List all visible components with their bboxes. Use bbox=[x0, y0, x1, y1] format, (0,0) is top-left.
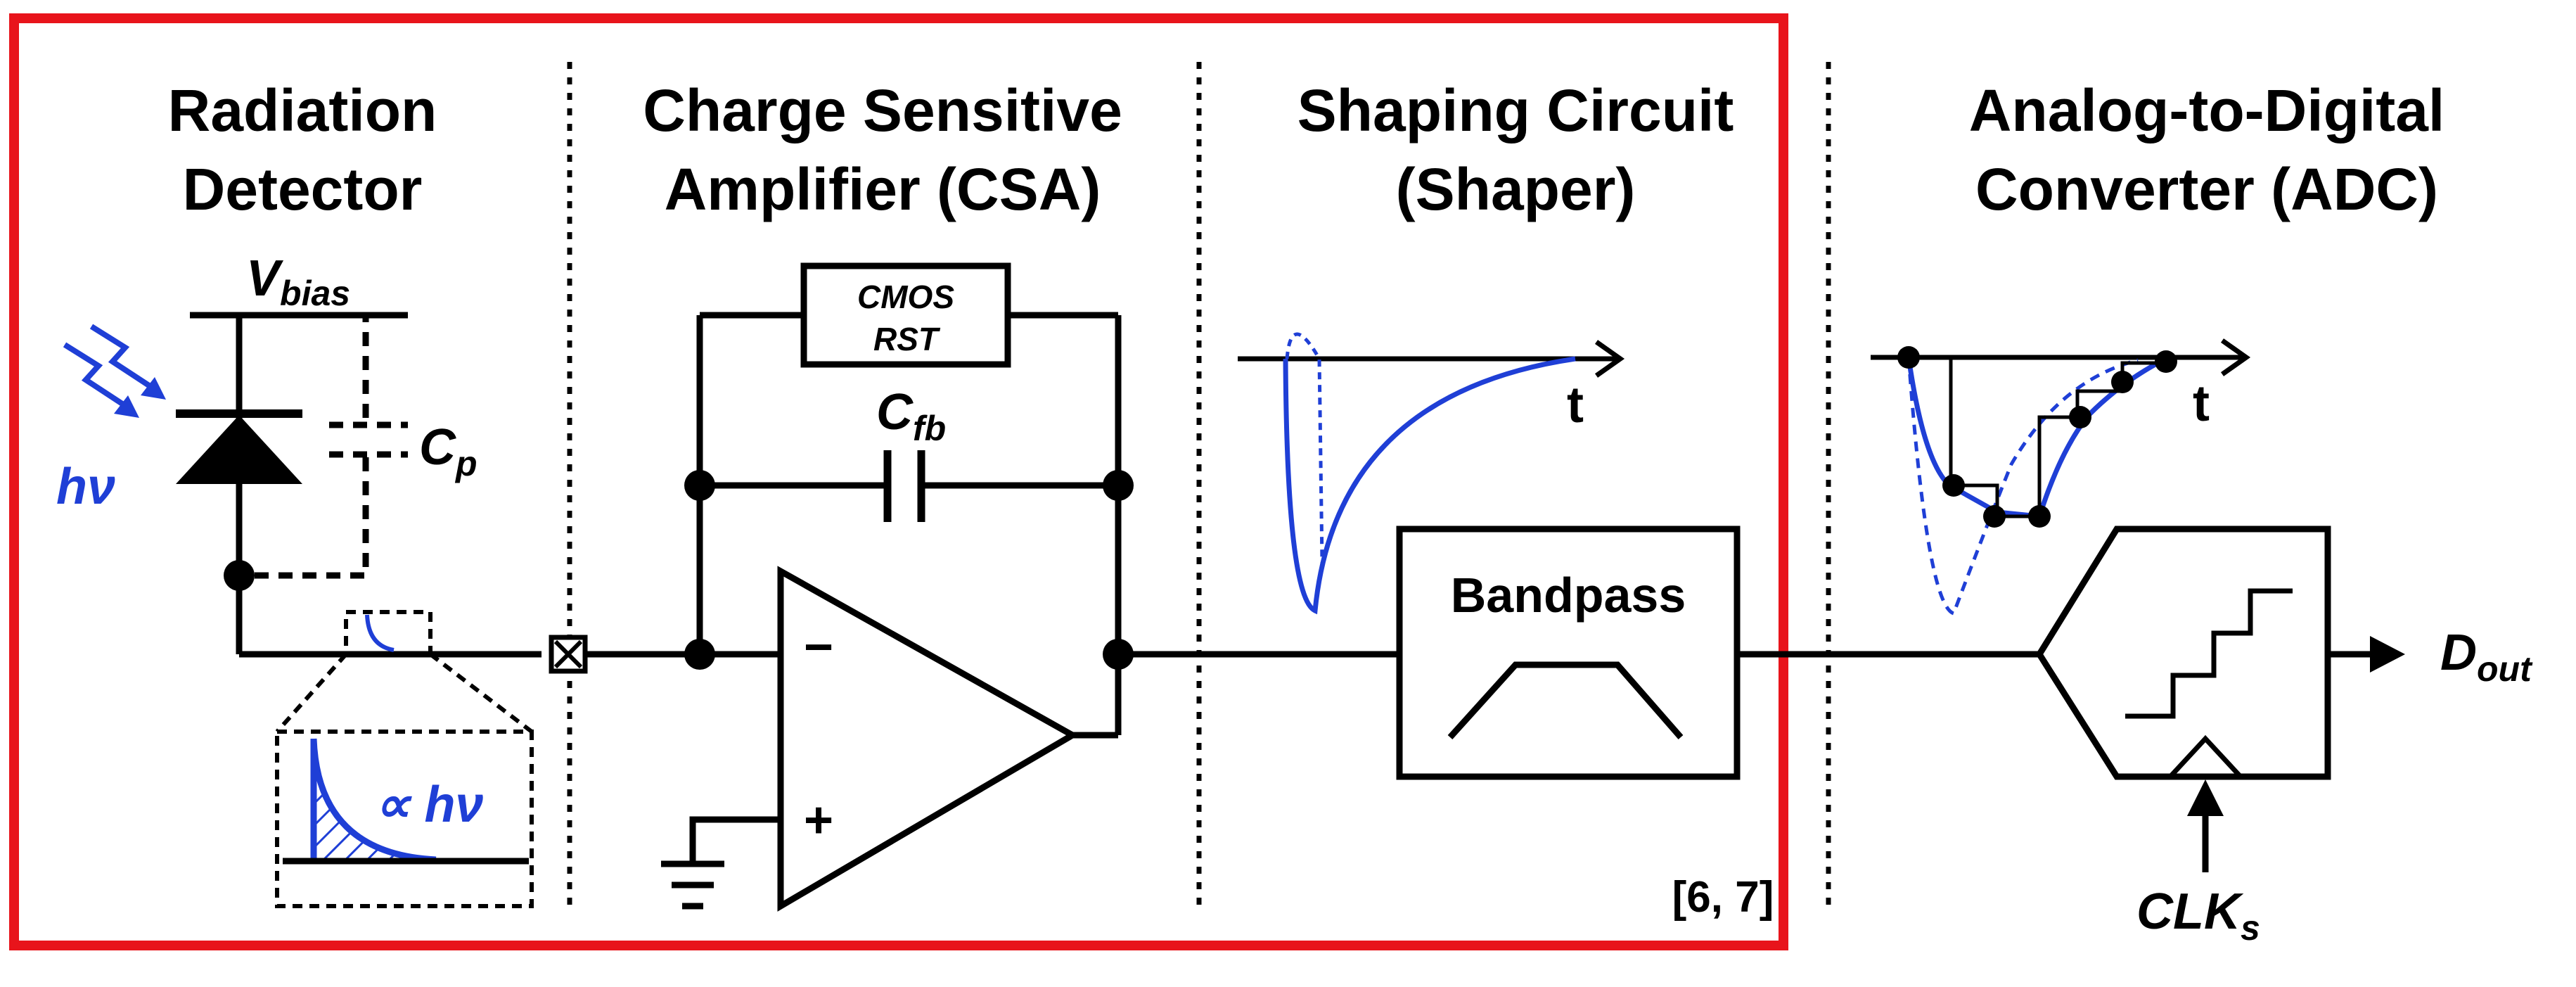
adc-time-label: t bbox=[2193, 376, 2210, 432]
plus-label: + bbox=[804, 792, 833, 848]
shaper-pulse-dashed bbox=[1285, 332, 1324, 563]
bandpass-response-icon bbox=[1447, 661, 1684, 740]
csa-opamp-icon bbox=[777, 566, 1079, 912]
bandpass-label: Bandpass bbox=[1451, 568, 1686, 623]
cp-label: Cp bbox=[419, 419, 478, 483]
shaper-time-label: t bbox=[1567, 377, 1584, 433]
cfb-label: Cfb bbox=[876, 384, 946, 448]
reference-label: [6, 7] bbox=[1672, 873, 1774, 922]
hv-label: hν bbox=[56, 459, 115, 515]
minus-label: − bbox=[804, 619, 833, 675]
rst-label: RST bbox=[873, 321, 941, 357]
input-pad-icon bbox=[549, 635, 588, 674]
dout-arrow-icon bbox=[2328, 636, 2405, 673]
vbias-label: Vbias bbox=[246, 250, 350, 313]
charge-pulse-zoom bbox=[275, 610, 534, 908]
detector-node-dot bbox=[224, 560, 255, 591]
shaper-title-line1: Shaping Circuit bbox=[1297, 77, 1734, 144]
clock-edge-icon bbox=[2168, 734, 2243, 779]
cmos-label: CMOS bbox=[857, 279, 954, 315]
adc-staircase-icon bbox=[2125, 588, 2293, 719]
adc-sample-dots bbox=[1897, 346, 2177, 528]
csa-node-dots bbox=[684, 470, 1134, 670]
adc-block-icon bbox=[2035, 526, 2331, 780]
shaper-axis bbox=[1238, 340, 1625, 378]
detector-title-line2: Detector bbox=[183, 156, 423, 222]
photon-arrows-icon bbox=[63, 324, 155, 409]
csa-title-line1: Charge Sensitive bbox=[643, 77, 1122, 144]
clk-arrow-icon bbox=[2187, 779, 2224, 872]
csa-title-line2: Amplifier (CSA) bbox=[665, 156, 1101, 222]
detector-circuit bbox=[190, 312, 542, 658]
proportional-label: ∝ hν bbox=[374, 777, 483, 833]
ground-icon bbox=[661, 860, 724, 910]
dout-label: Dout bbox=[2440, 625, 2533, 689]
highlight-box bbox=[9, 13, 1788, 950]
feedback-capacitor-icon bbox=[883, 450, 925, 522]
photon-arrowhead-2 bbox=[141, 377, 166, 400]
clk-label: CLKs bbox=[2136, 884, 2260, 948]
adc-title-line1: Analog-to-Digital bbox=[1969, 77, 2445, 144]
adc-pulse-dashed bbox=[1907, 357, 2139, 616]
photon-arrowhead-1 bbox=[114, 395, 139, 418]
shaper-pulse-solid bbox=[1283, 356, 1576, 615]
shaper-title-line2: (Shaper) bbox=[1396, 156, 1636, 222]
adc-title-line2: Converter (ADC) bbox=[1975, 156, 2438, 222]
photodiode-icon bbox=[176, 409, 302, 484]
cmos-reset-box bbox=[800, 262, 1011, 368]
section-dividers bbox=[567, 62, 1831, 911]
detector-title-line1: Radiation bbox=[168, 77, 437, 144]
bandpass-filter-box bbox=[1396, 526, 1741, 780]
